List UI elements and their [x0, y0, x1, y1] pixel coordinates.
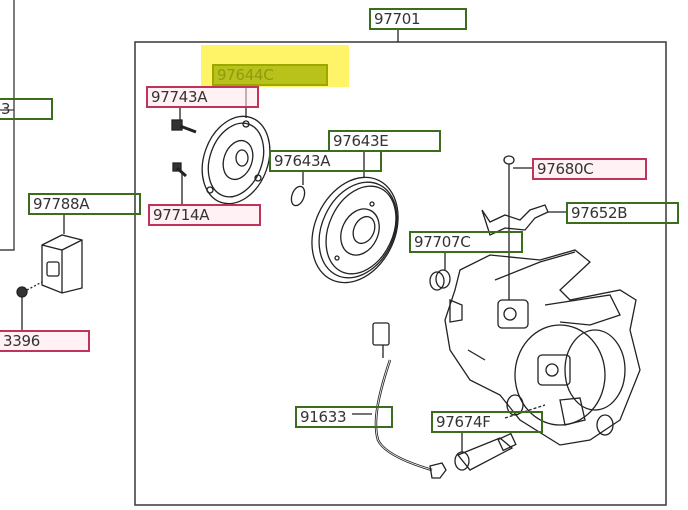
part-label-97707C[interactable]: 97707C	[409, 231, 523, 253]
bolt-97743A-icon	[171, 119, 197, 134]
pulley-icon	[311, 176, 399, 284]
clutch-hub-plate-icon	[201, 115, 271, 205]
snap-ring-icon	[290, 185, 306, 207]
part-label-97643E[interactable]: 97643E	[328, 130, 441, 152]
part-label-97701[interactable]: 97701	[369, 8, 467, 30]
part-label-97788A[interactable]: 97788A	[28, 193, 141, 215]
part-label-partial-left[interactable]: 3	[0, 98, 53, 120]
shaft-seal-icon	[429, 269, 451, 291]
bracket-97652B-icon	[481, 204, 567, 236]
nut-icon	[16, 281, 43, 330]
wire-harness-icon	[352, 322, 447, 479]
part-label-97644C[interactable]: 97644C	[212, 64, 328, 86]
assembly-frame	[134, 41, 667, 506]
part-label-3396[interactable]: 3396	[0, 330, 90, 352]
part-label-97714A[interactable]: 97714A	[148, 204, 261, 226]
part-label-97743A[interactable]: 97743A	[146, 86, 259, 108]
relay-module-icon	[41, 234, 83, 294]
part-label-97652B[interactable]: 97652B	[566, 202, 679, 224]
left-subframe	[0, 0, 15, 251]
part-label-97643A[interactable]: 97643A	[269, 150, 382, 172]
part-label-97674F[interactable]: 97674F	[431, 411, 543, 433]
bolt-97714A-icon	[172, 162, 187, 204]
part-label-91633[interactable]: 91633	[295, 406, 393, 428]
part-label-97680C[interactable]: 97680C	[532, 158, 647, 180]
